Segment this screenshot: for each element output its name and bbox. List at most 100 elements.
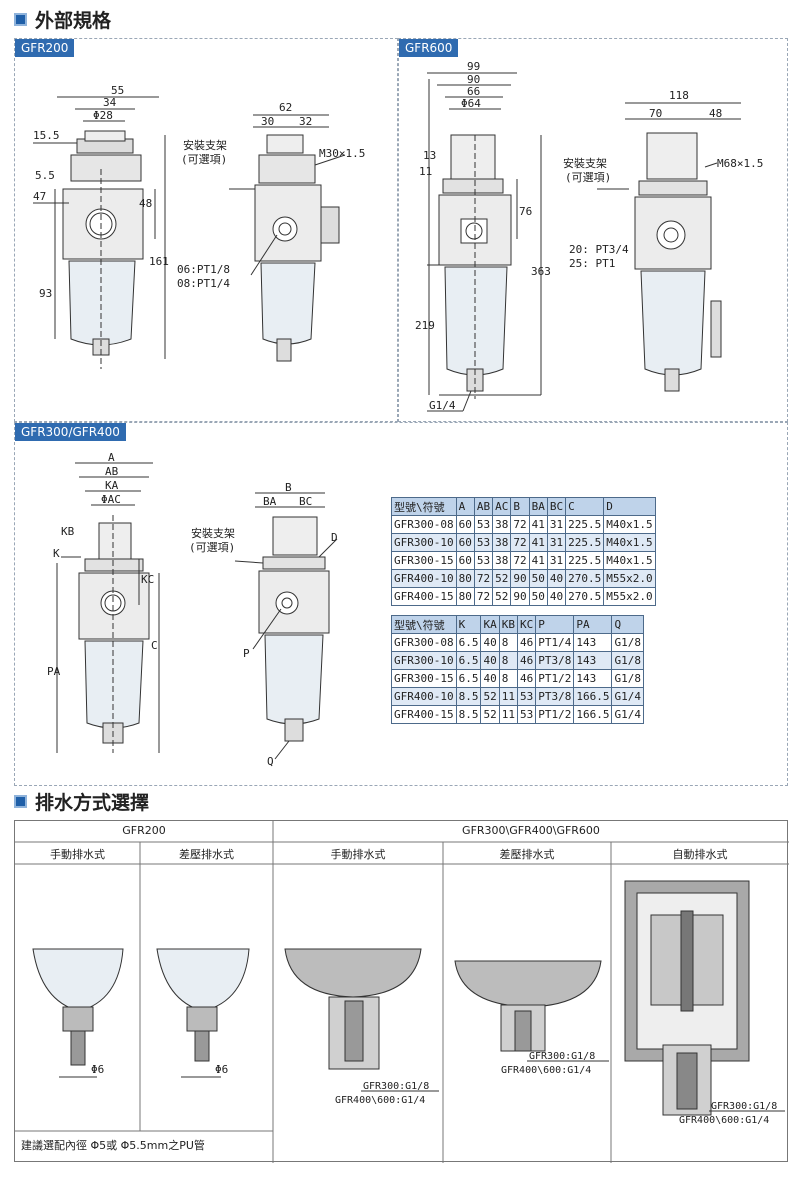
- td: GFR300-08: [391, 515, 457, 534]
- dim-AC: ΦAC: [101, 493, 121, 506]
- td: PT1/2: [535, 705, 575, 724]
- dim-C: C: [151, 639, 158, 652]
- panel-gfr600: GFR600 99 90 66 Φ: [398, 38, 788, 422]
- td: 8.5: [455, 705, 482, 724]
- td: 53: [473, 515, 494, 534]
- td: 60: [455, 515, 475, 534]
- td: 72: [510, 533, 530, 552]
- td: 52: [492, 587, 512, 606]
- td: 40: [480, 633, 500, 652]
- dim-KA: KA: [105, 479, 119, 492]
- td: 38: [492, 533, 512, 552]
- dim-48: 48: [139, 197, 152, 210]
- td: 270.5: [565, 569, 605, 588]
- th: P: [535, 615, 575, 634]
- td: 6.5: [455, 633, 482, 652]
- th: K: [455, 615, 482, 634]
- panel-gfr300-400: GFR300/GFR400 A AB KA ΦAC K: [14, 422, 788, 786]
- col-auto-drain: 自動排水式: [672, 848, 728, 861]
- td: M40x1.5: [603, 551, 656, 570]
- td: 41: [528, 533, 548, 552]
- td: 11: [498, 705, 518, 724]
- section-title-text: 排水方式選擇: [35, 792, 150, 814]
- td: 53: [516, 687, 537, 706]
- drain-port-label: G1/4: [429, 399, 456, 412]
- panel-tag: GFR600: [399, 39, 459, 57]
- td: G1/8: [611, 651, 644, 670]
- thread-label: M30×1.5: [319, 147, 365, 160]
- dim-11: 11: [419, 165, 432, 178]
- td: 46: [516, 669, 537, 688]
- phi6-label-col2: Φ6: [215, 1063, 228, 1076]
- td: 31: [546, 515, 567, 534]
- dim-D: D: [331, 531, 338, 544]
- td: 11: [498, 687, 518, 706]
- group-header-gfr200: GFR200: [122, 824, 166, 837]
- td: GFR400-10: [391, 687, 457, 706]
- td: 80: [455, 569, 475, 588]
- td: 50: [528, 569, 548, 588]
- dim-AB: AB: [105, 465, 119, 478]
- spec-table-1-header: 型號\符號 A AB AC B BA BC C D: [391, 497, 656, 516]
- td: GFR400-15: [391, 705, 457, 724]
- group-header-gfr300-600: GFR300\GFR400\GFR600: [462, 824, 600, 837]
- td: 41: [528, 551, 548, 570]
- td: GFR400-15: [391, 587, 457, 606]
- dim-KC: KC: [141, 573, 154, 586]
- drain-options-table: Φ6 Φ6 GFR300:G1/8 GFR400\600:G1/4 GFR300…: [14, 820, 789, 1163]
- td: 166.5: [573, 705, 613, 724]
- td: 6.5: [455, 669, 482, 688]
- td: 46: [516, 651, 537, 670]
- td: 270.5: [565, 587, 605, 606]
- td: 143: [573, 651, 613, 670]
- dim-66: 66: [467, 85, 480, 98]
- dim-13: 13: [423, 149, 436, 162]
- th: D: [603, 497, 656, 516]
- td: M40x1.5: [603, 533, 656, 552]
- dim-47: 47: [33, 190, 46, 203]
- dim-5-5: 5.5: [35, 169, 55, 182]
- panel-tag: GFR200: [15, 39, 75, 57]
- td: PT3/8: [535, 651, 575, 670]
- th: BA: [528, 497, 548, 516]
- th: B: [510, 497, 530, 516]
- th: KC: [516, 615, 537, 634]
- td: GFR300-15: [391, 551, 457, 570]
- dim-70: 70: [649, 107, 662, 120]
- dim-P: P: [243, 647, 250, 660]
- td: GFR400-10: [391, 569, 457, 588]
- td: 225.5: [565, 515, 605, 534]
- col-manual-drain-2: 手動排水式: [330, 848, 386, 861]
- dim-363: 363: [531, 265, 551, 278]
- td: PT1/2: [535, 669, 575, 688]
- bracket-label: 安裝支架: [191, 526, 235, 540]
- td: 60: [455, 533, 475, 552]
- port-label-col3-a: GFR300:G1/8: [363, 1081, 429, 1092]
- td: PT1/4: [535, 633, 575, 652]
- dim-15-5: 15.5: [33, 129, 60, 142]
- td: 52: [480, 687, 500, 706]
- dim-28: Φ28: [93, 109, 113, 122]
- bracket-label: 安裝支架: [183, 138, 227, 152]
- col-manual-drain: 手動排水式: [50, 848, 105, 861]
- td: G1/8: [611, 633, 644, 652]
- td: 40: [480, 669, 500, 688]
- td: PT3/8: [535, 687, 575, 706]
- dim-Q: Q: [267, 755, 274, 768]
- section-title-external-specs: 外部規格: [14, 6, 111, 33]
- panel-tag: GFR300/GFR400: [15, 423, 126, 441]
- td: 40: [546, 569, 567, 588]
- td: 90: [510, 587, 530, 606]
- td: 8: [498, 669, 518, 688]
- dim-A: A: [108, 451, 115, 464]
- dim-34: 34: [103, 96, 117, 109]
- section-title-text: 外部規格: [35, 10, 112, 32]
- th: 型號\符號: [391, 615, 457, 634]
- td: GFR300-10: [391, 651, 457, 670]
